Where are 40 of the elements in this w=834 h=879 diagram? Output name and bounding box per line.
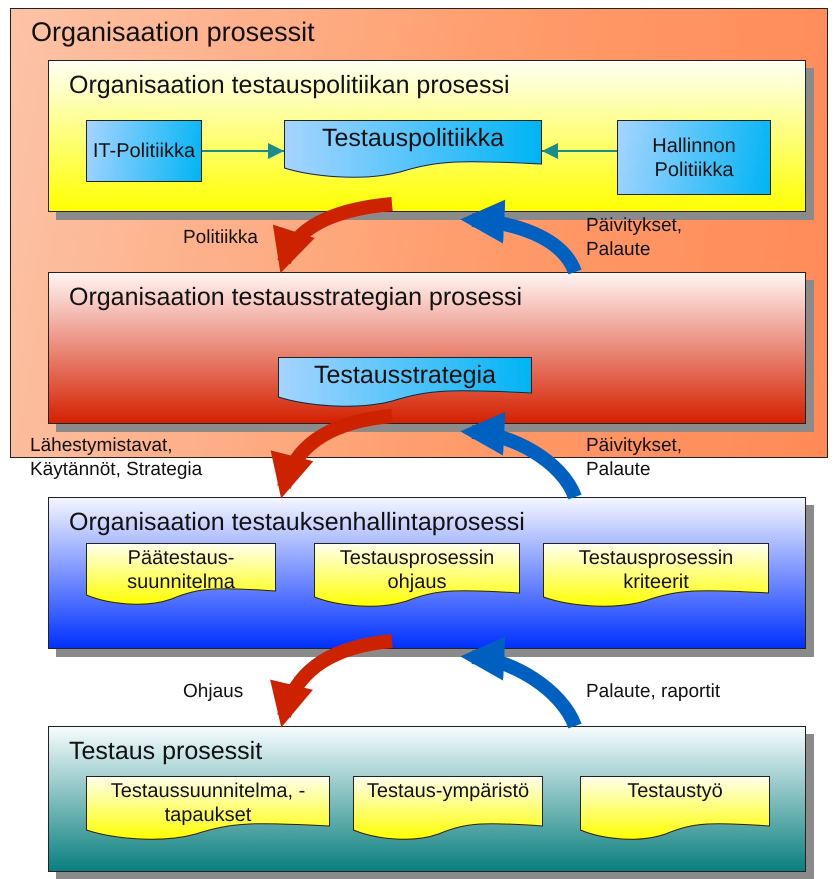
- node-label: Testaustyö: [627, 779, 723, 803]
- curved-arrow: [460, 200, 582, 275]
- arrow: [542, 143, 617, 159]
- process-title: Organisaation testauspolitiikan prosessi: [69, 71, 510, 100]
- curved-arrow: [460, 413, 582, 500]
- node-label: Testausprosessin ohjaus: [338, 546, 496, 594]
- node-label: IT-Politiikka: [92, 139, 196, 163]
- process-title: Organisaation testauksenhallintaprosessi: [69, 508, 525, 537]
- process-title: Organisaation prosessit: [31, 17, 315, 48]
- edge-label: Politiikka: [183, 226, 259, 250]
- document-shape: [353, 776, 543, 840]
- edge-label: Ohjaus: [183, 680, 244, 704]
- document-shape: [86, 776, 330, 840]
- edge-label: Päivitykset, Palaute: [586, 434, 684, 482]
- arrow: [202, 143, 284, 159]
- process-box: [617, 120, 771, 195]
- edge-label: Palaute, raportit: [586, 680, 722, 704]
- document-shape: [314, 543, 520, 607]
- curved-arrow: [272, 634, 393, 728]
- process-title: Organisaation testausstrategian prosessi: [69, 283, 522, 312]
- document-shape: [543, 543, 769, 607]
- node-label: Testauspolitiikka: [322, 123, 504, 153]
- node-label: Testausstrategia: [314, 360, 496, 390]
- document-shape: [278, 357, 532, 407]
- group-panel: [10, 8, 828, 458]
- curved-arrow: [272, 409, 393, 498]
- edge-label: Lähestymistavat, Käytännöt, Strategia: [30, 434, 204, 482]
- node-label: Hallinnon Politiikka: [651, 134, 737, 182]
- node-label: Päätestaus-suunnitelma: [126, 546, 236, 594]
- curved-arrow: [460, 638, 582, 729]
- curved-arrow: [275, 197, 393, 273]
- node-label: Testaus-ympäristö: [366, 779, 530, 803]
- node-label: Testausprosessin kriteerit: [578, 546, 734, 594]
- process-title: Testaus prosessit: [69, 737, 262, 766]
- document-shape: [284, 120, 542, 178]
- document-shape: [580, 776, 770, 840]
- edge-label: Päivitykset, Palaute: [586, 214, 684, 262]
- document-shape: [86, 543, 276, 605]
- node-label: Testaussuunnitelma, -tapaukset: [110, 779, 306, 827]
- process-box: [86, 120, 202, 182]
